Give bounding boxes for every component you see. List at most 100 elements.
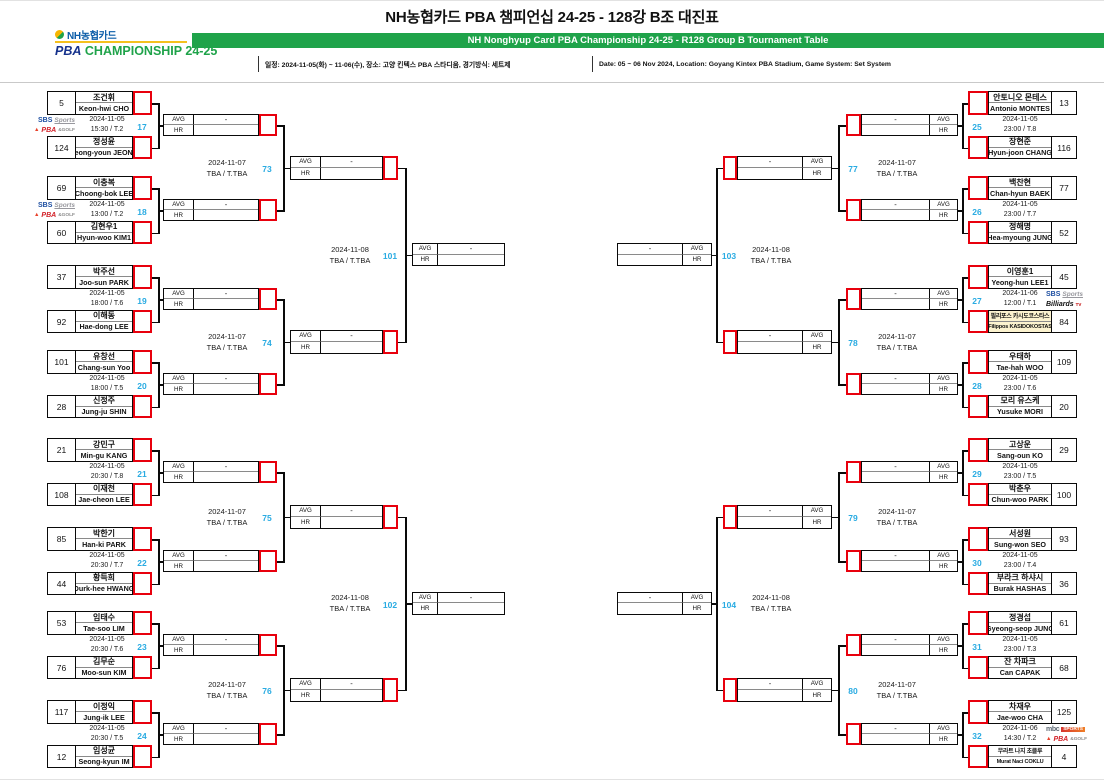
match-number: 74 bbox=[262, 338, 272, 348]
result-box: AVG-HR bbox=[290, 677, 383, 702]
hr-label: HR bbox=[164, 734, 194, 744]
bracket-line bbox=[158, 384, 163, 386]
golf-logo-text: &GOLF bbox=[1070, 736, 1088, 742]
score-box bbox=[133, 527, 152, 551]
player-name-en: Chun-woo PARK bbox=[991, 495, 1049, 505]
seed-number: 93 bbox=[1051, 528, 1076, 550]
match-number: 103 bbox=[721, 251, 737, 261]
match-time: TBA / T.TBA bbox=[876, 517, 918, 527]
player-name-en: Hae-dong LEE bbox=[79, 322, 129, 332]
mbc-logo-text: mbc bbox=[1046, 726, 1060, 733]
bracket-line bbox=[158, 125, 163, 127]
avg-label: AVG bbox=[802, 156, 831, 168]
match-number: 29 bbox=[972, 468, 982, 479]
match-date: 2024-11-07 bbox=[878, 157, 916, 167]
avg-label: AVG bbox=[164, 635, 194, 645]
hr-value bbox=[438, 255, 504, 266]
sbs-logo-text: SBS bbox=[38, 202, 53, 209]
pba-golf-logo: ▲PBA&GOLF bbox=[26, 211, 75, 220]
player-name-kr: 안토니오 몬테스 bbox=[989, 92, 1051, 103]
banner-title: NH Nonghyup Card PBA Championship 24-25 … bbox=[192, 33, 1104, 48]
avg-value: - bbox=[618, 244, 682, 255]
match-number: 26 bbox=[972, 206, 982, 217]
pba-logo-text: PBA bbox=[41, 126, 57, 134]
avg-label: AVG bbox=[164, 724, 194, 734]
bracket-line bbox=[838, 734, 846, 736]
score-box bbox=[846, 288, 861, 310]
bracket-line bbox=[152, 321, 160, 323]
player-name-kr: 정성윤 bbox=[76, 137, 132, 148]
bracket-line bbox=[152, 362, 160, 364]
championship-logo-text: CHAMPIONSHIP 24-25 bbox=[84, 44, 218, 58]
match-date: 2024-11-05 bbox=[89, 552, 125, 559]
player-name-en: Chan-hyun BAEK bbox=[990, 189, 1050, 198]
result-box: AVG-HR bbox=[163, 114, 259, 136]
player-name-en: Hyun-woo KIM1 bbox=[77, 233, 131, 243]
result-box: AVG-HR bbox=[861, 461, 958, 483]
avg-label: AVG bbox=[929, 200, 957, 210]
match-time: 15:30 / T.2 bbox=[90, 125, 124, 133]
hr-value bbox=[862, 645, 929, 655]
player-name-en: Han-ki PARK bbox=[82, 540, 126, 549]
seed-number: 60 bbox=[48, 222, 76, 243]
avg-label: AVG bbox=[929, 462, 957, 472]
score-box bbox=[723, 155, 737, 180]
match-time: 20:30 / T.8 bbox=[90, 472, 124, 480]
match-date: 2024-11-07 bbox=[208, 679, 246, 689]
match-date: 2024-11-07 bbox=[208, 506, 246, 516]
seed-number: 20 bbox=[1051, 396, 1076, 417]
match-time: 20:30 / T.7 bbox=[90, 561, 124, 569]
score-box bbox=[383, 329, 398, 354]
bracket-line bbox=[716, 516, 723, 518]
bracket-line bbox=[277, 645, 285, 647]
pba-logo-text: PBA bbox=[41, 211, 57, 219]
hr-value bbox=[194, 472, 258, 482]
match-number: 18 bbox=[137, 206, 147, 217]
hr-label: HR bbox=[164, 210, 194, 220]
score-box bbox=[968, 700, 988, 724]
bracket-line bbox=[398, 167, 407, 169]
score-box bbox=[968, 527, 988, 551]
bracket-line bbox=[958, 125, 964, 127]
bracket-line bbox=[158, 645, 163, 647]
match-number: 27 bbox=[972, 295, 982, 306]
player-name-kr: 이해동 bbox=[76, 311, 132, 322]
match-time: TBA / T.TBA bbox=[876, 342, 918, 352]
bracket-line bbox=[277, 472, 285, 474]
match-number: 31 bbox=[972, 641, 982, 652]
nh-logo-icon bbox=[55, 29, 64, 39]
player-name-kr: 박한기 bbox=[76, 528, 132, 539]
match-date: 2024-11-08 bbox=[331, 244, 369, 254]
score-box bbox=[133, 483, 152, 506]
match-date: 2024-11-05 bbox=[1002, 201, 1038, 208]
bracket-line bbox=[962, 232, 968, 234]
pba-triangle-icon: ▲ bbox=[33, 212, 40, 218]
avg-value: - bbox=[321, 679, 382, 690]
score-box bbox=[846, 461, 861, 483]
score-box bbox=[968, 91, 988, 115]
score-box bbox=[133, 176, 152, 200]
seed-number: 116 bbox=[1051, 137, 1076, 158]
match-number: 23 bbox=[137, 641, 147, 652]
result-box: AVG-HR bbox=[412, 591, 505, 615]
player-name-kr: 부라크 하샤시 bbox=[989, 573, 1051, 584]
avg-label: AVG bbox=[929, 374, 957, 384]
match-number: 30 bbox=[972, 557, 982, 568]
score-box bbox=[846, 723, 861, 745]
player-name-kr: 황득희 bbox=[76, 573, 132, 584]
seed-number: 108 bbox=[48, 484, 76, 505]
match-number: 22 bbox=[137, 557, 147, 568]
score-box bbox=[133, 611, 152, 635]
mbc-sports-text: SPORTS bbox=[1061, 727, 1085, 732]
score-box bbox=[133, 136, 152, 159]
score-box bbox=[968, 395, 988, 418]
bracket-line bbox=[832, 516, 840, 518]
player-name-en: Murat Naci COKLU bbox=[996, 758, 1044, 765]
avg-label: AVG bbox=[682, 244, 711, 255]
